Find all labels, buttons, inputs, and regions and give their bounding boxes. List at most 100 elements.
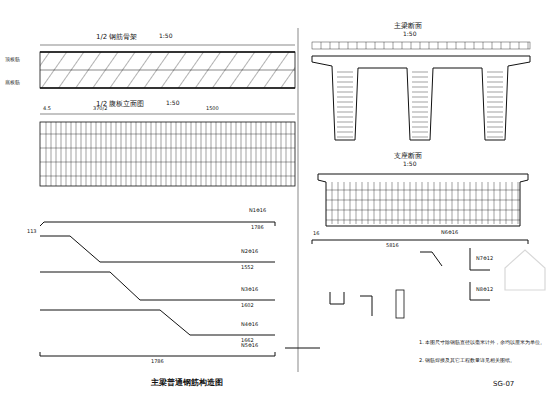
web-stirrup (487, 87, 503, 88)
stirrup-line (281, 122, 282, 186)
dimension: 1602 (240, 303, 255, 309)
bent-bar (40, 310, 275, 335)
web-stirrup (487, 82, 503, 83)
stirrup-line (196, 122, 197, 186)
stirrup-line (201, 122, 202, 186)
stirrup-line (136, 122, 137, 186)
stirrup-line (241, 122, 242, 186)
web-stirrup (487, 127, 503, 128)
web-stirrup (487, 77, 503, 78)
cell-divider (411, 42, 412, 49)
web-stirrup (412, 112, 428, 113)
longitudinal-line (40, 162, 295, 163)
web-stirrup (487, 132, 503, 133)
dimension: 1552 (240, 265, 255, 271)
longitudinal-line (40, 148, 295, 149)
bar-mark: N3Φ16 (240, 287, 259, 293)
web-stirrup (487, 72, 503, 73)
support-bar (326, 210, 520, 211)
support-bar (326, 190, 520, 191)
cell-divider (510, 42, 511, 49)
support-bar (326, 200, 520, 201)
web-stirrup (337, 87, 353, 88)
stirrup-line (271, 122, 272, 186)
mid-bar (40, 70, 295, 71)
dimension: 1786 (150, 359, 165, 365)
support-stirrup (470, 182, 471, 224)
bar-mark: N1Φ16 (248, 208, 267, 214)
stirrup-line (156, 122, 157, 186)
support-bar (326, 220, 520, 221)
stirrup-line (186, 122, 187, 186)
dimension: 113 (26, 229, 38, 235)
stirrup-line (216, 122, 217, 186)
stirrup-line (81, 122, 82, 186)
support-stirrup (404, 182, 405, 224)
stirrup-line (291, 122, 292, 186)
bar-label: 顶板筋 (4, 57, 21, 63)
stirrup-line (171, 122, 172, 186)
stirrup-line (236, 122, 237, 186)
dimension: 1786 (250, 225, 265, 231)
web-stirrup (337, 122, 353, 123)
support-stirrup (386, 182, 387, 224)
stirrup-line (176, 122, 177, 186)
web-stirrup (337, 117, 353, 118)
support-stirrup (476, 182, 477, 224)
support-stirrup (344, 182, 345, 224)
stirrup-line (286, 122, 287, 186)
bar-label: 底板筋 (4, 80, 21, 86)
support-stirrup (500, 182, 501, 224)
bar-mark: N2Φ16 (240, 249, 259, 255)
web-stirrup (487, 137, 503, 138)
straight-bar (312, 240, 528, 244)
scale: 1:50 (165, 100, 180, 107)
cell-divider (348, 42, 349, 49)
support-stirrup (368, 182, 369, 224)
stirrup-line (121, 122, 122, 186)
girder-section (312, 56, 530, 140)
support-stirrup (506, 182, 507, 224)
straight-bar (40, 352, 275, 356)
web-stirrup (487, 107, 503, 108)
dimension-line (40, 45, 295, 46)
cell-divider (528, 42, 529, 49)
cell-divider (330, 42, 331, 49)
support-stirrup (464, 182, 465, 224)
web-stirrup (337, 72, 353, 73)
web-stirrup (412, 72, 428, 73)
cell-divider (447, 42, 448, 49)
web-stirrup (337, 127, 353, 128)
cell-divider (321, 42, 322, 49)
stirrup-line (106, 122, 107, 186)
cell-divider (420, 42, 421, 49)
rebar-skeleton (40, 52, 295, 88)
dimension-line (40, 114, 295, 115)
dimension: 1500 (205, 106, 220, 112)
watermark-logo (505, 250, 545, 290)
web-stirrup (337, 132, 353, 133)
cell-divider (366, 42, 367, 49)
view-title: 支座断面 (393, 152, 423, 160)
cell-divider (429, 42, 430, 49)
web-stirrup (412, 87, 428, 88)
support-stirrup (440, 182, 441, 224)
stirrup-line (56, 122, 57, 186)
note: 1. 本图尺寸除钢筋直径以毫米计外，余均以厘米为单位。 (418, 340, 555, 346)
stirrup-line (161, 122, 162, 186)
support-stirrup (362, 182, 363, 224)
top-bar (40, 51, 295, 53)
stirrup-line (101, 122, 102, 186)
drawing-number: SG-07 (492, 380, 515, 388)
stirrup-line (131, 122, 132, 186)
dimension-cells (312, 42, 530, 49)
bent-bar (420, 252, 442, 266)
support-stirrup (350, 182, 351, 224)
web-stirrup (412, 132, 428, 133)
web-stirrup (337, 137, 353, 138)
support-stirrup (410, 182, 411, 224)
view-title: 1/2 钢筋骨架 (95, 33, 139, 41)
support-stirrup (434, 182, 435, 224)
cell-divider (519, 42, 520, 49)
